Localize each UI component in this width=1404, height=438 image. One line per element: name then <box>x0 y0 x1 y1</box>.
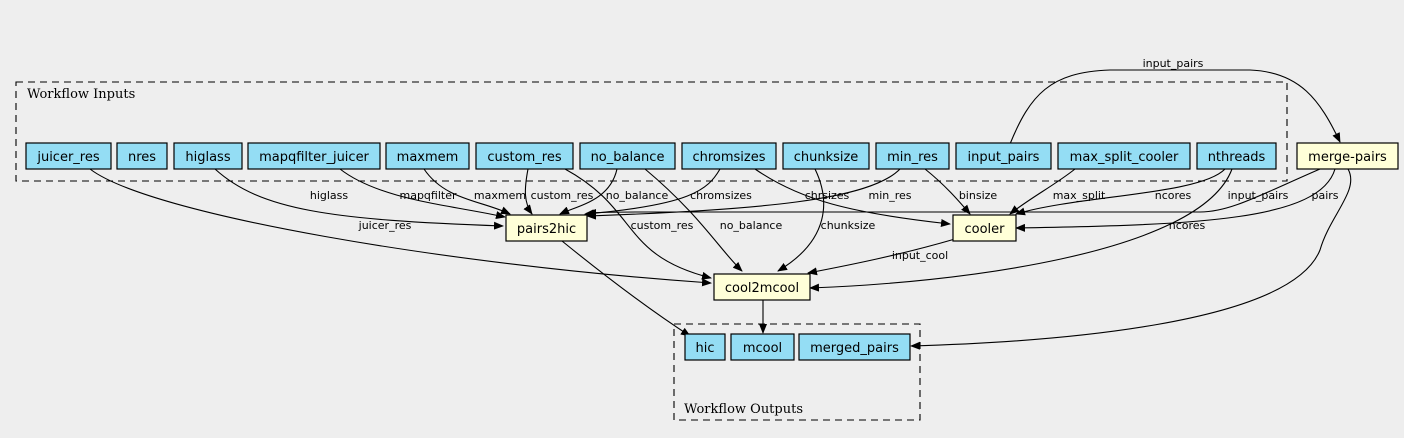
edge-merge-pairs-to-pairs2hic: input_pairs <box>586 168 1321 217</box>
node-higlass[interactable]: higlass <box>173 142 243 170</box>
workflow-outputs-label: Workflow Outputs <box>684 402 803 417</box>
node-label: juicer_res <box>36 150 100 165</box>
edge-label: input_cool <box>892 249 948 262</box>
node-label: cool2mcool <box>725 281 799 296</box>
edge-custom-res-to-pairs2hic: custom_res <box>523 168 594 215</box>
node-label: max_split_cooler <box>1070 150 1179 165</box>
node-label: input_pairs <box>968 150 1040 165</box>
node-label: mapqfilter_juicer <box>259 150 369 165</box>
edge-label: pairs <box>1311 189 1338 202</box>
node-label: merged_pairs <box>810 341 899 356</box>
edge-label: max_split <box>1053 189 1106 202</box>
node-nres[interactable]: nres <box>116 142 168 170</box>
node-label: min_res <box>887 150 938 165</box>
node-mcool[interactable]: mcool <box>730 333 795 361</box>
node-nthreads[interactable]: nthreads <box>1196 142 1277 170</box>
node-label: mcool <box>743 341 782 356</box>
edge-merge-pairs-to-merged-pairs <box>910 168 1352 350</box>
edge-label: juicer_res <box>358 219 412 232</box>
node-label: custom_res <box>487 150 561 165</box>
workflow-inputs-label: Workflow Inputs <box>27 87 135 102</box>
node-maxmem[interactable]: maxmem <box>385 142 470 170</box>
node-label: maxmem <box>397 150 459 165</box>
edge-label: no_balance <box>720 219 783 232</box>
workflow-inputs-cluster: Workflow Inputs <box>15 81 1288 182</box>
edge-label: no_balance <box>606 189 669 202</box>
step-nodes: merge-pairs pairs2hic cooler cool2mcool <box>505 142 1399 301</box>
edge-juicer-res-to-cool2mcool: juicer_res <box>89 168 712 287</box>
edge-pairs2hic-to-hic <box>561 240 691 337</box>
edge-input-pairs-to-merge-pairs: input_pairs <box>1009 57 1341 145</box>
edge-label: ncores <box>1169 219 1206 232</box>
node-merged-pairs[interactable]: merged_pairs <box>798 333 911 361</box>
edge-label: custom_res <box>531 189 594 202</box>
node-chunksize[interactable]: chunksize <box>782 142 870 170</box>
edge-label: higlass <box>310 189 349 202</box>
node-label: cooler <box>964 222 1005 237</box>
edge-label: chromsizes <box>690 189 752 202</box>
node-max-split-cooler[interactable]: max_split_cooler <box>1057 142 1191 170</box>
edge-merge-pairs-to-cooler: pairs <box>1015 168 1339 232</box>
workflow-outputs-cluster: Workflow Outputs <box>673 323 921 421</box>
node-pairs2hic[interactable]: pairs2hic <box>505 214 588 242</box>
edge-min-res-to-cooler: binsize <box>924 168 998 215</box>
edge-chunksize-to-cool2mcool: chunksize <box>777 168 876 272</box>
edge-nthreads-to-cool2mcool: ncores <box>809 168 1233 292</box>
edge-higlass-to-pairs2hic: higlass <box>214 168 504 230</box>
edge-chromsizes-to-pairs2hic: chromsizes <box>584 168 752 218</box>
edge-label: binsize <box>959 189 998 202</box>
node-label: chromsizes <box>692 150 765 165</box>
node-label: merge-pairs <box>1308 150 1387 165</box>
node-chromsizes[interactable]: chromsizes <box>681 142 777 170</box>
node-hic[interactable]: hic <box>684 333 726 361</box>
node-juicer-res[interactable]: juicer_res <box>25 142 112 170</box>
node-min-res[interactable]: min_res <box>875 142 950 170</box>
output-nodes: hic mcool merged_pairs <box>684 333 911 361</box>
node-no-balance[interactable]: no_balance <box>579 142 676 170</box>
edges: input_pairs higlass mapqfilter maxmem cu… <box>89 57 1352 350</box>
node-custom-res[interactable]: custom_res <box>475 142 574 170</box>
edge-min-res-to-pairs2hic: min_res <box>586 168 912 220</box>
node-cooler[interactable]: cooler <box>952 214 1017 242</box>
node-merge-pairs[interactable]: merge-pairs <box>1296 142 1399 170</box>
node-label: no_balance <box>591 150 665 165</box>
edge-label: maxmem <box>474 189 526 202</box>
node-label: chunksize <box>794 150 859 165</box>
node-mapqfilter-juicer[interactable]: mapqfilter_juicer <box>247 142 381 170</box>
node-label: pairs2hic <box>517 222 576 237</box>
edge-label: chunksize <box>821 219 876 232</box>
edge-cooler-to-cool2mcool: input_cool <box>807 238 956 276</box>
node-label: hic <box>696 341 715 356</box>
edge-label: input_pairs <box>1228 189 1289 202</box>
edge-chromsizes-to-cooler: chrsizes <box>754 168 951 227</box>
edge-custom-res-to-cool2mcool: custom_res <box>564 168 712 280</box>
node-label: nthreads <box>1208 150 1266 165</box>
edge-label: ncores <box>1155 189 1192 202</box>
edge-no-balance-to-cool2mcool: no_balance <box>644 168 783 272</box>
edge-label: mapqfilter <box>399 189 456 202</box>
edge-no-balance-to-pairs2hic: no_balance <box>559 168 669 215</box>
edge-label: input_pairs <box>1143 57 1204 70</box>
node-label: nres <box>128 150 156 165</box>
node-cool2mcool[interactable]: cool2mcool <box>713 273 811 301</box>
node-label: higlass <box>185 150 230 165</box>
edge-nthreads-to-cooler: ncores <box>1015 168 1226 216</box>
node-input-pairs[interactable]: input_pairs <box>955 142 1052 170</box>
edge-label: min_res <box>868 189 911 202</box>
edge-max-split-cooler-to-cooler: max_split <box>1009 168 1106 215</box>
input-nodes: juicer_res nres higlass mapqfilter_juice… <box>25 142 1277 170</box>
edge-label: custom_res <box>631 219 694 232</box>
edge-mapqfilter-to-pairs2hic: mapqfilter <box>339 168 506 219</box>
edge-maxmem-to-pairs2hic: maxmem <box>423 168 526 215</box>
